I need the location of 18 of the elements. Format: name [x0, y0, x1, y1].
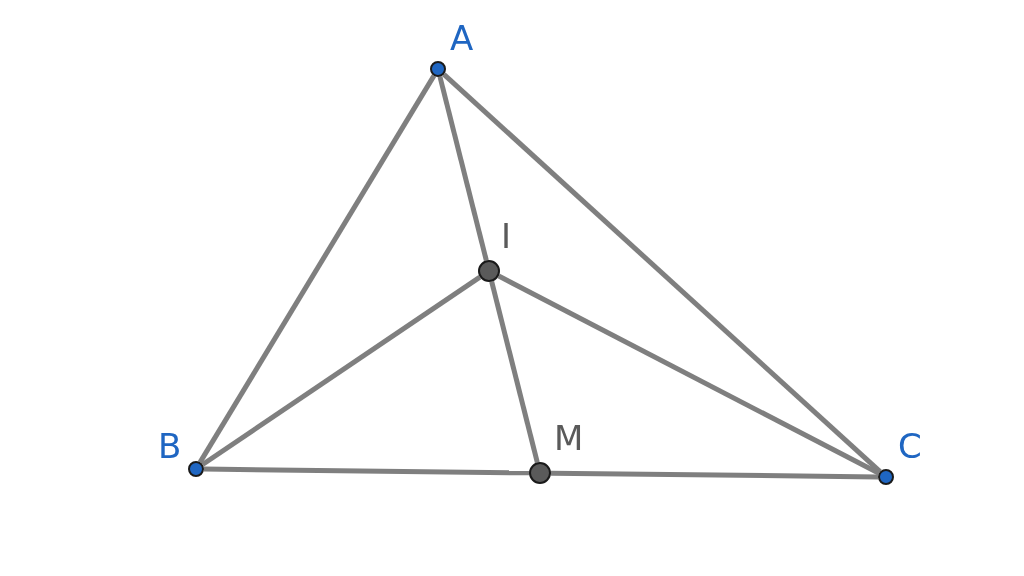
- line-segment: [442, 72, 882, 474]
- line-segment: [489, 281, 540, 463]
- point-label: B: [158, 429, 182, 463]
- point-label: C: [898, 429, 922, 463]
- point-dot: [529, 462, 551, 484]
- point-dot: [878, 469, 894, 485]
- point-dot: [188, 461, 204, 477]
- line-segment: [201, 275, 482, 467]
- point-label: A: [450, 21, 474, 55]
- line-segment: [203, 466, 530, 476]
- point-dot: [478, 260, 500, 282]
- point-label: M: [554, 421, 584, 455]
- line-segment: [198, 74, 436, 464]
- line-segment: [550, 470, 879, 480]
- point-dot: [430, 61, 446, 77]
- line-segment: [497, 273, 881, 476]
- point-label: I: [501, 219, 512, 253]
- line-segment: [437, 76, 489, 261]
